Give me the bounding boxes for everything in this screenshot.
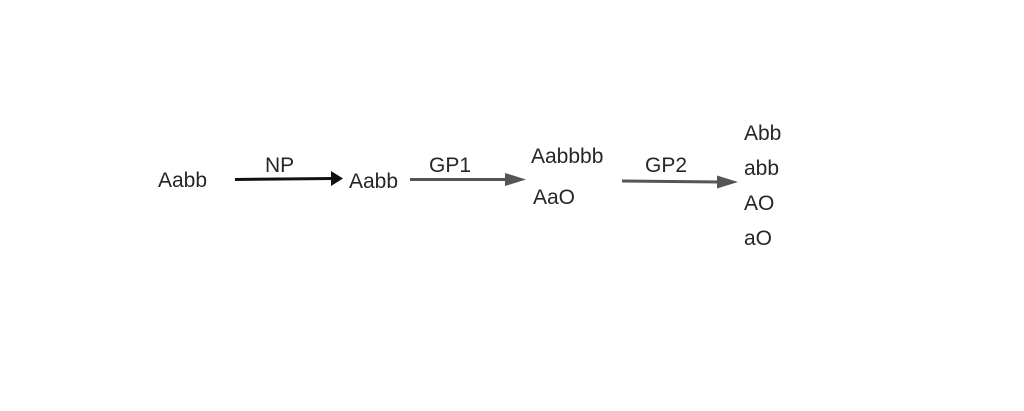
gp1-result-genotype-1: Aabbbb [531,145,604,168]
np-result-genotype: Aabb [349,170,399,193]
np-arrow-shaft [234,177,334,181]
gp2-arrow-shaft [621,179,721,184]
gp2-label: GP2 [645,154,688,177]
gp1-result-genotype-2: AaO [533,186,576,209]
gp1-arrow [410,173,526,186]
np-label: NP [265,154,295,177]
gp2-result-genotype-2: abb [744,157,780,180]
gp2-result-genotype-4: aO [744,227,773,250]
np-arrow [234,171,343,186]
gp1-label: GP1 [429,154,472,177]
gp2-result-genotype-3: AO [744,192,775,215]
gp2-arrow [621,175,738,189]
start-genotype: Aabb [158,169,208,192]
gp2-arrow-head [717,175,738,189]
gp1-arrow-head [505,173,526,186]
gp2-result-genotype-1: Abb [744,122,782,145]
np-arrow-head [331,171,343,186]
